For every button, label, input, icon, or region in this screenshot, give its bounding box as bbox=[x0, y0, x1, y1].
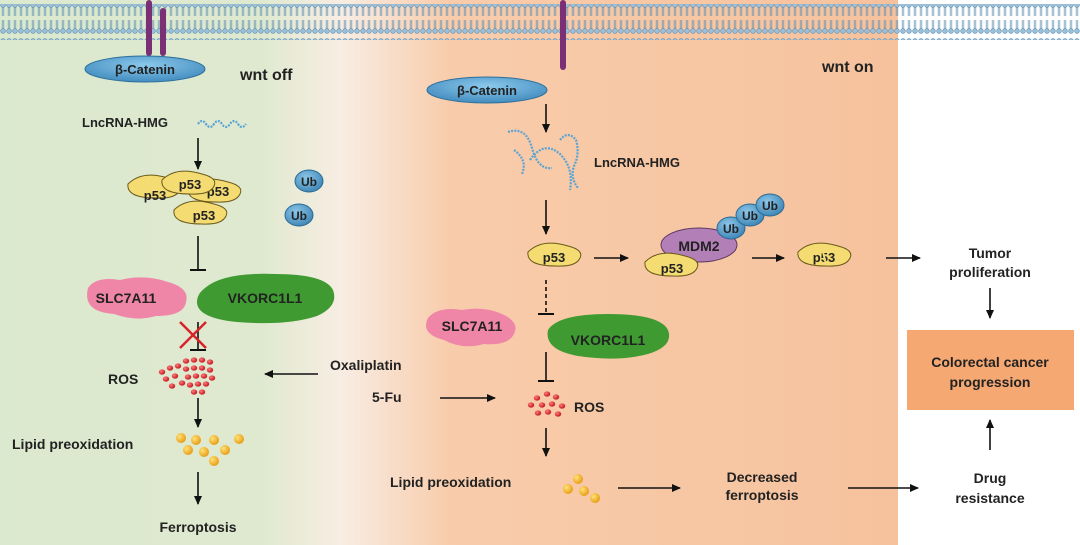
svg-text:Ub: Ub bbox=[723, 222, 739, 236]
red-x-2 bbox=[179, 321, 207, 349]
crc-progression-box bbox=[907, 330, 1074, 410]
svg-text:p53: p53 bbox=[543, 250, 565, 265]
vkorc1l1-right-label: VKORC1L1 bbox=[571, 332, 646, 348]
p53-degraded: p53 bbox=[797, 242, 852, 267]
decreased-label-2: ferroptosis bbox=[725, 487, 798, 503]
svg-text:Ub: Ub bbox=[301, 175, 317, 189]
beta-catenin-left-label: β-Catenin bbox=[115, 62, 175, 77]
slc7a11-left bbox=[87, 277, 187, 319]
fu-label: 5-Fu bbox=[372, 389, 402, 405]
ferroptosis-label: Ferroptosis bbox=[159, 519, 236, 535]
crc-label-1: Colorectal cancer bbox=[931, 354, 1049, 370]
crc-label-2: progression bbox=[950, 374, 1031, 390]
lipid-right-label: Lipid preoxidation bbox=[390, 474, 511, 490]
white-margin bbox=[898, 0, 1080, 545]
decreased-label-1: Decreased bbox=[727, 469, 798, 485]
slc7a11-right bbox=[426, 308, 516, 347]
vkorc1l1-right bbox=[547, 314, 670, 359]
oxaliplatin-label: Oxaliplatin bbox=[330, 357, 402, 373]
svg-text:Ub: Ub bbox=[291, 209, 307, 223]
svg-text:p53: p53 bbox=[661, 261, 683, 276]
ros-cluster-right bbox=[527, 391, 566, 417]
svg-text:MDM2: MDM2 bbox=[678, 238, 719, 254]
ros-left-label: ROS bbox=[108, 371, 138, 387]
beta-catenin-right bbox=[426, 76, 548, 104]
lncrna-left-strand bbox=[197, 119, 247, 129]
mdm2-complex: MDM2 p53 Ub Ub Ub bbox=[644, 193, 785, 277]
drug-label-2: resistance bbox=[955, 490, 1024, 506]
tumor-label-1: Tumor bbox=[969, 245, 1012, 261]
slc7a11-right-label: SLC7A11 bbox=[442, 318, 503, 334]
p53-right: p53 bbox=[527, 242, 582, 267]
vkorc1l1-left bbox=[197, 273, 335, 324]
beta-catenin-right-label: β-Catenin bbox=[457, 83, 517, 98]
wnt-off-label: wnt off bbox=[239, 67, 293, 84]
svg-text:p53: p53 bbox=[179, 177, 201, 192]
lipid-cluster-right bbox=[563, 474, 600, 503]
receptor-left-1 bbox=[146, 0, 152, 56]
beta-catenin-left bbox=[84, 55, 206, 83]
vkorc1l1-left-label: VKORC1L1 bbox=[228, 290, 303, 306]
lncrna-left-label: LncRNA-HMG bbox=[82, 115, 168, 130]
svg-text:p53: p53 bbox=[144, 188, 166, 203]
lncrna-right-label: LncRNA-HMG bbox=[594, 155, 680, 170]
svg-text:p53: p53 bbox=[193, 208, 215, 223]
wnt-on-label: wnt on bbox=[821, 59, 874, 76]
ub-left-1: Ub bbox=[294, 169, 324, 193]
receptor-right bbox=[560, 0, 566, 70]
ros-cluster-left bbox=[158, 357, 216, 395]
lipid-cluster-left bbox=[176, 433, 244, 466]
lncrna-right-strands bbox=[507, 129, 579, 191]
p53-cluster-left: p53 p53 p53 p53 bbox=[127, 170, 242, 225]
tumor-label-2: proliferation bbox=[949, 264, 1031, 280]
svg-text:Ub: Ub bbox=[742, 209, 758, 223]
lipid-left-label: Lipid preoxidation bbox=[12, 436, 133, 452]
ub-left-2: Ub bbox=[284, 203, 314, 227]
cell-membrane bbox=[0, 4, 1080, 40]
svg-text:Ub: Ub bbox=[762, 199, 778, 213]
slc7a11-left-label: SLC7A11 bbox=[96, 290, 157, 306]
ros-right-label: ROS bbox=[574, 399, 604, 415]
receptor-left-2 bbox=[160, 8, 166, 56]
drug-label-1: Drug bbox=[974, 470, 1007, 486]
